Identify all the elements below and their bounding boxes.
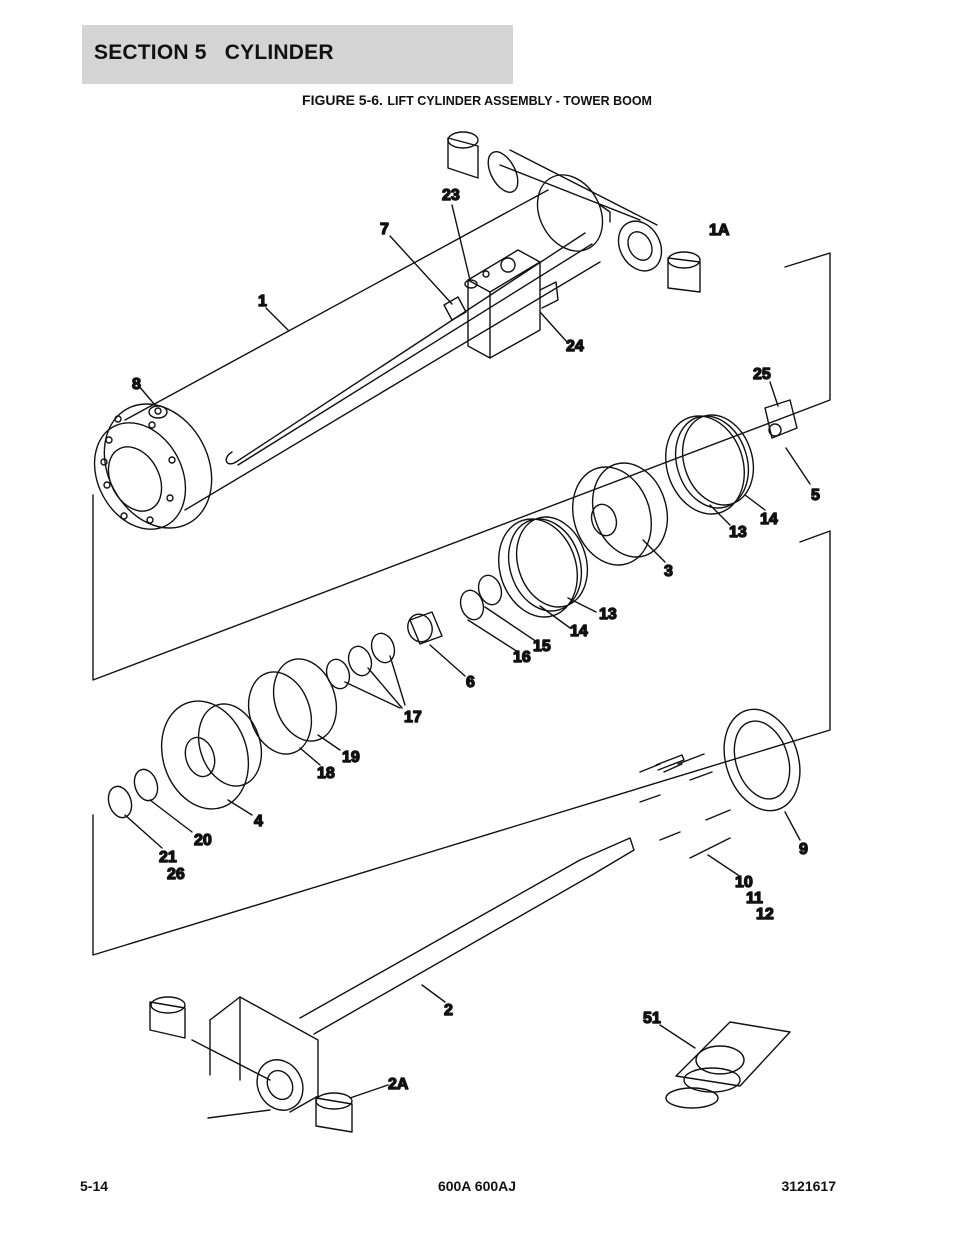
cylinder-head (160, 700, 263, 810)
bushings-2a (149, 996, 353, 1133)
page-number: 5-14 (80, 1178, 109, 1194)
callout-13-lower: 13 (599, 606, 617, 623)
document-number: 3121617 (781, 1178, 836, 1194)
piston (571, 462, 669, 566)
model-label: 600A 600AJ (437, 1178, 517, 1194)
callout-51: 51 (643, 1010, 661, 1027)
callout-1a: 1A (709, 222, 730, 239)
o-rings (459, 574, 503, 621)
callout-14-lower: 14 (570, 623, 588, 640)
callout-11: 11 (746, 890, 763, 907)
head-seals (247, 658, 338, 755)
rod-seals (107, 768, 159, 819)
callout-13-upper: 13 (729, 524, 747, 541)
callout-16: 16 (513, 649, 531, 666)
callout-21: 21 (159, 849, 177, 866)
callout-1: 1 (258, 293, 267, 310)
callout-23: 23 (442, 187, 460, 204)
cylinder-barrel (93, 149, 663, 530)
callout-17: 17 (404, 709, 422, 726)
callout-26: 26 (167, 866, 185, 883)
callout-2a: 2A (388, 1076, 409, 1093)
callout-2: 2 (444, 1002, 453, 1019)
assembly-boundary-lines (92, 252, 831, 956)
callout-6: 6 (466, 674, 475, 691)
callout-19: 19 (342, 749, 360, 766)
callout-5: 5 (811, 487, 820, 504)
figure-number: FIGURE 5-6. (302, 92, 383, 108)
figure-caption: FIGURE 5-6. LIFT CYLINDER ASSEMBLY - TOW… (0, 92, 954, 110)
callout-15: 15 (533, 638, 551, 655)
seal-kit (665, 1021, 791, 1109)
callout-18: 18 (317, 765, 335, 782)
valve-block (443, 249, 559, 359)
end-fitting (764, 399, 798, 439)
flange-ring (723, 708, 801, 812)
callout-14-upper: 14 (760, 511, 778, 528)
piston-seal-lower (497, 516, 589, 618)
callout-4: 4 (254, 813, 263, 830)
callout-8: 8 (132, 376, 141, 393)
callout-7: 7 (380, 221, 389, 238)
section-header: SECTION 5 CYLINDER (82, 25, 513, 84)
bushings-1a (447, 131, 701, 293)
leader-lines (124, 204, 811, 1099)
callout-labels: 1 1A 7 23 24 8 25 5 14 13 3 13 14 15 16 … (131, 186, 820, 1093)
callout-20: 20 (194, 832, 212, 849)
wear-rings (325, 632, 396, 690)
callout-10: 10 (735, 874, 753, 891)
spacer (407, 611, 443, 645)
callout-3: 3 (664, 563, 673, 580)
figure-title: LIFT CYLINDER ASSEMBLY - TOWER BOOM (387, 94, 652, 108)
callout-24: 24 (566, 338, 584, 355)
callout-25: 25 (753, 366, 771, 383)
callout-9: 9 (799, 841, 808, 858)
piston-seal-upper (664, 414, 755, 515)
section-title: SECTION 5 CYLINDER (94, 41, 334, 64)
capscrews (639, 753, 731, 859)
piston-rod (191, 837, 635, 1119)
callout-12: 12 (756, 906, 774, 923)
